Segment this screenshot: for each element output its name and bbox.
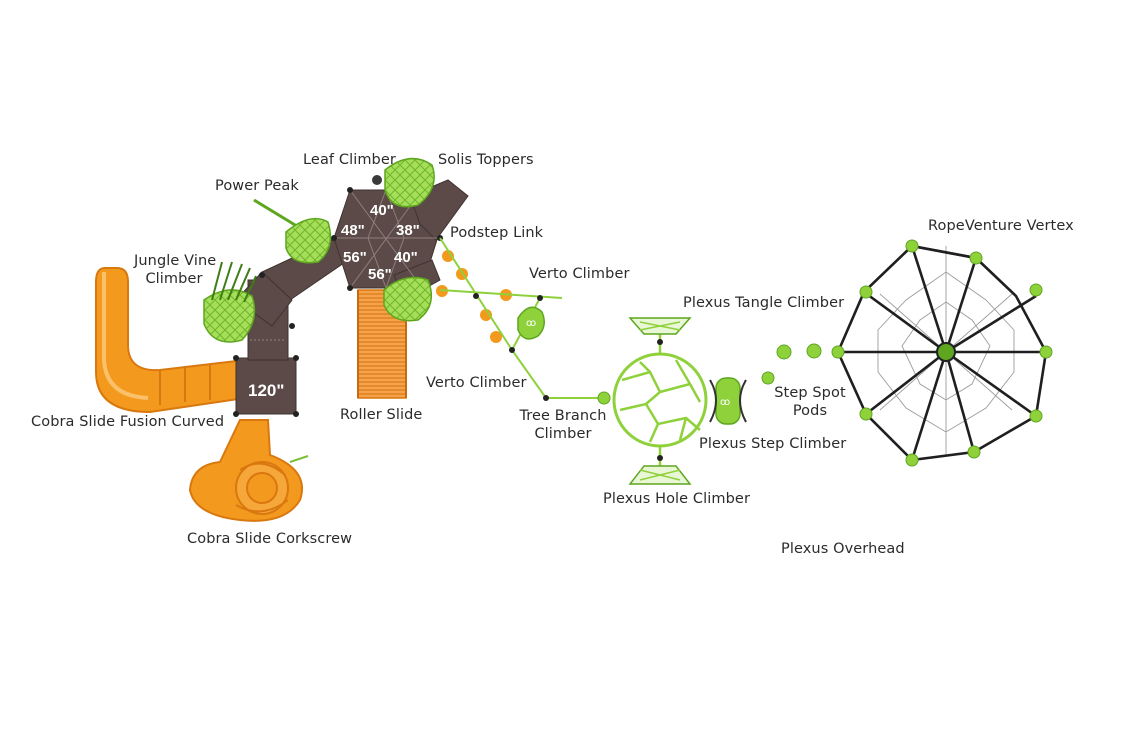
label-plexus-step-climber: Plexus Step Climber xyxy=(699,436,847,452)
label-jungle-vine-climber-line1: Jungle Vine xyxy=(134,253,217,269)
tree-branch-node xyxy=(597,391,611,405)
ropeventure-vertex-shape xyxy=(831,239,1053,467)
label-roller-slide: Roller Slide xyxy=(340,407,423,423)
deck-height-lower-left: 56" xyxy=(343,249,367,266)
deck-height-bottom: 56" xyxy=(368,266,392,283)
label-plexus-tangle-climber: Plexus Tangle Climber xyxy=(683,295,845,311)
deck-height-upper-right: 38" xyxy=(396,222,420,239)
roller-slide-shape xyxy=(357,289,407,399)
label-power-peak: Power Peak xyxy=(215,178,299,194)
verto-climber-shape: ꝏ xyxy=(439,237,610,401)
label-cobra-slide-fusion-curved: Cobra Slide Fusion Curved xyxy=(31,414,225,430)
power-peak-bar xyxy=(253,198,301,230)
label-plexus-overhead: Plexus Overhead xyxy=(781,541,905,557)
label-plexus-hole-climber: Plexus Hole Climber xyxy=(603,491,750,507)
svg-text:ꝏ: ꝏ xyxy=(526,318,536,329)
cobra-slide-corkscrew-shape xyxy=(188,419,309,522)
plexus-hole-climber-shape xyxy=(628,465,692,485)
label-tree-branch-climber: Tree Branch Climber xyxy=(518,407,608,443)
deck-structure xyxy=(235,179,469,415)
label-jungle-vine-climber: Jungle Vine Climber xyxy=(134,252,217,288)
label-tree-branch-climber-line1: Tree Branch xyxy=(519,408,607,424)
plexus-circle-shape xyxy=(612,330,708,470)
label-step-spot-pods-line2: Pods xyxy=(792,403,828,419)
plexus-step-climber-shape: ꝏ xyxy=(709,377,747,425)
label-step-spot-pods: Step Spot Pods xyxy=(770,384,850,420)
label-verto-climber-top: Verto Climber xyxy=(529,266,630,282)
label-step-spot-pods-line1: Step Spot xyxy=(774,385,846,401)
label-cobra-slide-corkscrew: Cobra Slide Corkscrew xyxy=(187,531,353,547)
deck-height-lower-right: 40" xyxy=(394,249,418,266)
label-jungle-vine-climber-line2: Climber xyxy=(145,271,203,287)
label-tree-branch-climber-line2: Climber xyxy=(534,426,592,442)
jungle-vine-climber-shape xyxy=(211,261,257,303)
deck-height-upper-left: 48" xyxy=(341,222,365,239)
svg-text:ꝏ: ꝏ xyxy=(720,397,730,408)
step-spot-pods-shape xyxy=(761,343,822,385)
solis-toppers-shapes xyxy=(203,157,435,343)
label-solis-toppers: Solis Toppers xyxy=(438,152,534,168)
label-ropeventure-vertex: RopeVenture Vertex xyxy=(928,218,1074,234)
label-podstep-link: Podstep Link xyxy=(450,225,544,241)
plexus-tangle-climber-shape xyxy=(628,317,692,335)
label-verto-climber-bottom: Verto Climber xyxy=(426,375,527,391)
deck-heights: 40" 48" 38" 56" 40" 56" 120" xyxy=(248,202,420,400)
deck-height-top: 40" xyxy=(370,202,394,219)
deck-height-tower: 120" xyxy=(248,381,284,400)
label-leaf-climber: Leaf Climber xyxy=(303,152,396,168)
